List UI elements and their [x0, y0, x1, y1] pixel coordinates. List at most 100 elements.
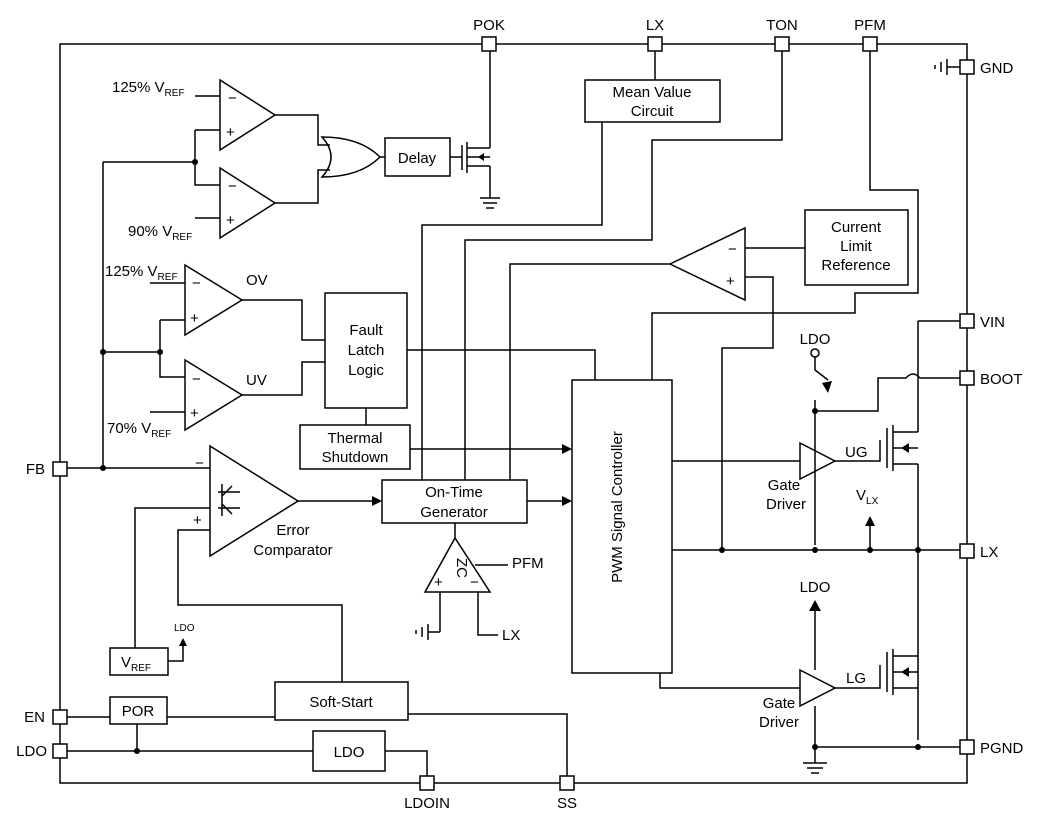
on-time-generator-block: On-Time Generator [381, 479, 528, 524]
fault-latch-logic-block: Fault Latch Logic [324, 292, 408, 409]
svg-text:+: + [226, 212, 235, 229]
gate-driver-upper-label-2: Driver [766, 496, 806, 513]
svg-text:LX: LX [980, 544, 998, 561]
vlx-label: VLX [856, 487, 879, 507]
gate-driver-upper [799, 441, 837, 481]
pin-gnd: GND [959, 59, 1014, 77]
pin-boot: BOOT [959, 370, 1023, 388]
svg-text:+: + [190, 310, 199, 327]
svg-text:Limit: Limit [840, 238, 873, 255]
pin-vin: VIN [959, 313, 1005, 331]
delay-block: Delay [384, 137, 451, 177]
pin-lx-top: LX [646, 17, 664, 52]
svg-text:EN: EN [24, 709, 45, 726]
svg-text:−: − [195, 455, 204, 472]
chip-outline [59, 43, 968, 784]
svg-text:TON: TON [766, 17, 797, 34]
svg-text:Mean Value: Mean Value [613, 84, 692, 101]
or-gate [320, 136, 382, 178]
pin-lx-right: LX [959, 543, 998, 561]
vref-box: VREF [109, 647, 169, 676]
gate-driver-lower-label: Gate [763, 695, 796, 712]
pin-fb: FB [26, 461, 68, 478]
svg-text:Circuit: Circuit [631, 103, 674, 120]
por-block: POR [109, 696, 168, 725]
svg-text:Latch: Latch [348, 342, 385, 359]
svg-text:PWM Signal Controller: PWM Signal Controller [609, 431, 626, 583]
svg-text:Generator: Generator [420, 504, 488, 521]
comparator-pok-lower: − + [219, 166, 277, 240]
svg-text:POK: POK [473, 17, 505, 34]
svg-text:Thermal: Thermal [327, 430, 382, 447]
ldo-block: LDO [312, 730, 386, 772]
lx-zc-label: LX [502, 627, 520, 644]
svg-text:Current: Current [831, 219, 882, 236]
svg-text:PGND: PGND [980, 740, 1024, 757]
ldo-small-label: LDO [174, 623, 195, 634]
svg-text:PFM: PFM [854, 17, 886, 34]
low-side-mosfet [886, 649, 918, 695]
error-comparator: − + [193, 444, 300, 558]
pin-en: EN [24, 709, 68, 726]
zero-cross-comparator: ZC + − [423, 536, 492, 593]
svg-text:−: − [228, 178, 237, 195]
comparator-ov: − + [184, 263, 244, 337]
svg-text:−: − [728, 241, 737, 258]
ov-label: OV [246, 272, 268, 289]
svg-text:−: − [192, 371, 201, 388]
pin-pgnd: PGND [959, 739, 1024, 757]
svg-text:Soft-Start: Soft-Start [309, 694, 373, 711]
high-side-mosfet [886, 425, 918, 471]
vref-70-label: 70% VREF [107, 420, 171, 440]
lg-label: LG [846, 670, 866, 687]
svg-text:LDO: LDO [334, 744, 365, 761]
ground-symbol-top-right [934, 59, 960, 75]
svg-text:Delay: Delay [398, 150, 437, 167]
gate-driver-lower-label-2: Driver [759, 714, 799, 731]
svg-text:−: − [192, 275, 201, 292]
svg-text:+: + [190, 405, 199, 422]
thermal-shutdown-block: Thermal Shutdown [299, 424, 411, 470]
ground-symbol-zc [415, 624, 440, 640]
svg-text:−: − [470, 574, 479, 591]
ground-symbol-pgnd [803, 762, 827, 774]
error-comparator-label-2: Comparator [253, 542, 332, 559]
vref-90-label: 90% VREF [128, 223, 192, 243]
pin-pfm-top: PFM [854, 17, 886, 52]
comparator-uv: − + [184, 358, 244, 432]
ldo-boot-node: LDO [800, 331, 832, 393]
gate-driver-lower [799, 668, 837, 708]
svg-text:+: + [434, 574, 443, 591]
svg-text:FB: FB [26, 461, 45, 478]
svg-text:SS: SS [557, 795, 577, 812]
svg-text:BOOT: BOOT [980, 371, 1023, 388]
soft-start-block: Soft-Start [274, 681, 409, 721]
svg-text:LDOIN: LDOIN [404, 795, 450, 812]
pin-ss: SS [557, 775, 577, 812]
svg-text:−: − [228, 90, 237, 107]
ug-label: UG [845, 444, 868, 461]
comparator-pok-upper: − + [219, 78, 277, 152]
pok-nmos-transistor [450, 51, 500, 209]
current-limit-comparator: − + [668, 226, 746, 302]
svg-text:ZC: ZC [453, 558, 470, 578]
vref-125-label-b: 125% VREF [105, 263, 178, 283]
svg-text:Shutdown: Shutdown [322, 449, 389, 466]
svg-text:+: + [193, 512, 202, 529]
uv-label: UV [246, 372, 267, 389]
svg-text:LDO: LDO [800, 331, 831, 348]
pwm-signal-controller-block: PWM Signal Controller [571, 379, 673, 674]
mean-value-circuit-block: Mean Value Circuit [584, 79, 721, 123]
ldo-low-label: LDO [800, 579, 831, 596]
pin-ldoin: LDOIN [404, 775, 450, 812]
svg-text:+: + [226, 124, 235, 141]
vref-125-label-a: 125% VREF [112, 79, 185, 99]
gate-driver-upper-label: Gate [768, 477, 801, 494]
svg-text:Reference: Reference [821, 257, 890, 274]
svg-text:POR: POR [122, 703, 155, 720]
pin-ldo-left: LDO [16, 743, 68, 760]
svg-text:Logic: Logic [348, 362, 384, 379]
pin-pok: POK [473, 17, 505, 52]
pfm-zc-label: PFM [512, 555, 544, 572]
